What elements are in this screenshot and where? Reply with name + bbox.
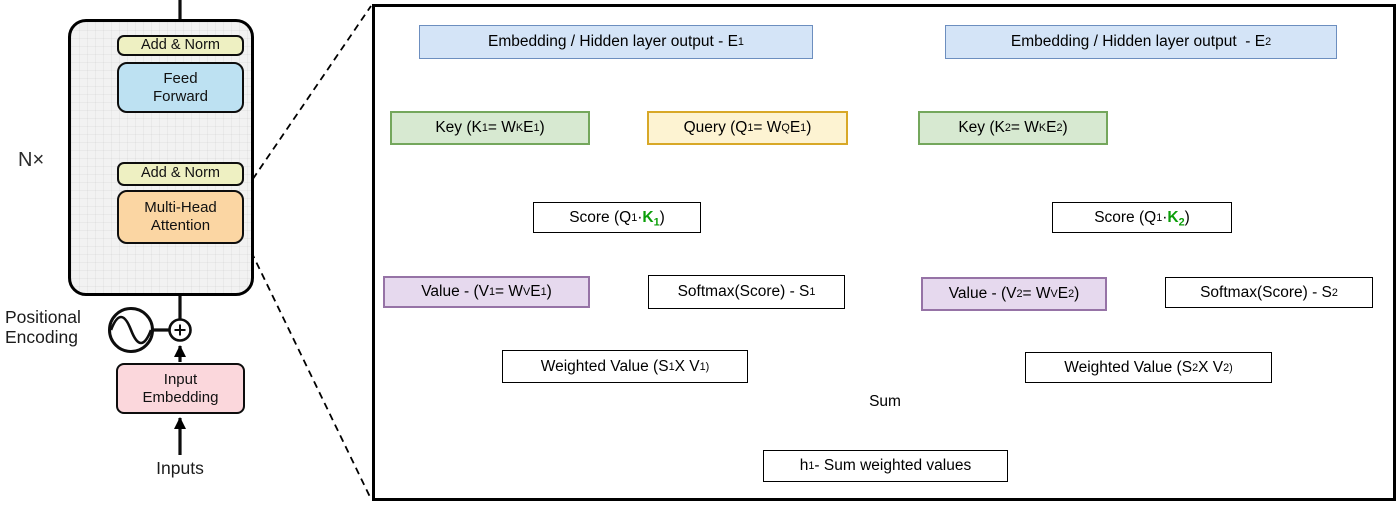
attention-detail-panel [372, 4, 1396, 501]
plus-icon [168, 318, 192, 342]
zoom-dash-bottom [245, 240, 372, 500]
encoder-block-outline [68, 19, 254, 296]
sum-label: Sum [869, 393, 901, 410]
add-norm-top-box: Add & Norm [117, 35, 244, 56]
add-norm-bottom-box: Add & Norm [117, 162, 244, 186]
zoom-dash-top [245, 5, 372, 190]
sine-icon [108, 307, 154, 353]
n-times-label: N× [18, 149, 45, 171]
zoom-dashed-lines [245, 5, 372, 500]
inputs-label: Inputs [156, 458, 204, 478]
